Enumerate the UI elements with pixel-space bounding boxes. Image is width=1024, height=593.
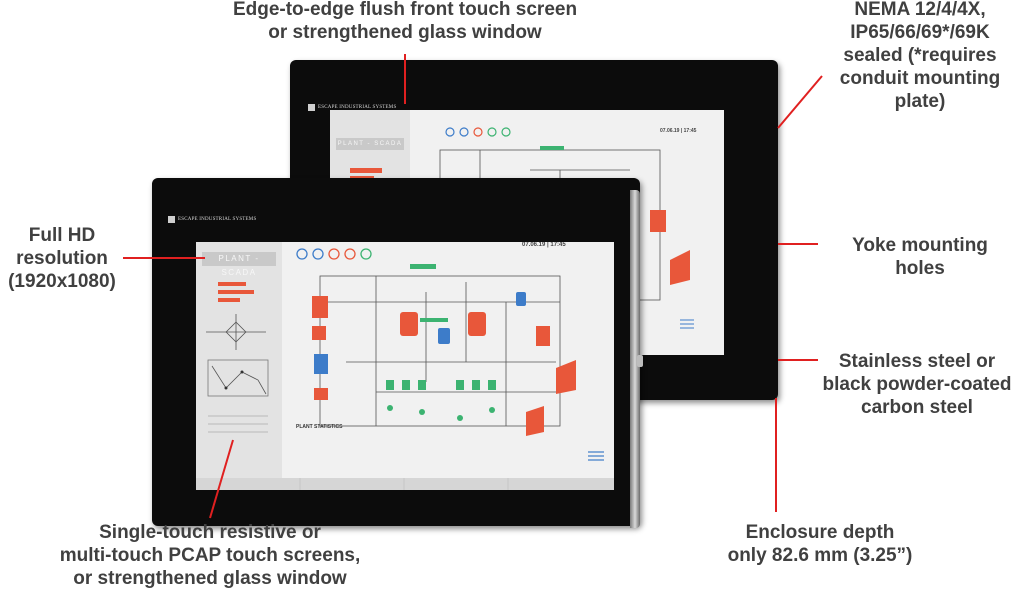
yoke-hole <box>637 355 643 367</box>
callout-nema-sealed: NEMA 12/4/4X, IP65/66/69*/69K sealed (*r… <box>839 0 1001 112</box>
front-screen: PLANT - SCADA 07.06.19 | 17:45 PLANT STA… <box>196 242 614 490</box>
front-panel: ESCAPE INDUSTRIAL SYSTEMS PLANT - SCADA … <box>152 178 640 526</box>
callout-enclosure-depth: Enclosure depth only 82.6 mm (3.25”) <box>727 522 913 566</box>
front-panel-side-edge <box>630 190 640 528</box>
front-screen-title: PLANT - SCADA <box>202 252 276 277</box>
callout-steel-material: Stainless steel or black powder-coated c… <box>822 351 1012 418</box>
front-screen-date: 07.06.19 | 17:45 <box>522 242 566 248</box>
brand-logo-icon <box>308 104 315 111</box>
brand-logo-icon <box>168 216 175 223</box>
back-brand-label: ESCAPE INDUSTRIAL SYSTEMS <box>308 104 396 111</box>
front-scada-diagram <box>196 248 614 490</box>
front-brand-label: ESCAPE INDUSTRIAL SYSTEMS <box>168 216 256 223</box>
back-screen-title: PLANT - SCADA <box>336 138 404 150</box>
callout-touch-options: Single-touch resistive or multi-touch PC… <box>59 522 361 589</box>
callout-flush-touch-screen: Edge-to-edge flush front touch screen or… <box>232 0 578 43</box>
plant-statistics-title: PLANT STATISTICS <box>296 424 343 430</box>
callout-full-hd: Full HD resolution (1920x1080) <box>8 225 116 292</box>
back-screen-date: 07.06.19 | 17:45 <box>660 128 697 134</box>
callout-yoke-mounting: Yoke mounting holes <box>852 235 988 279</box>
